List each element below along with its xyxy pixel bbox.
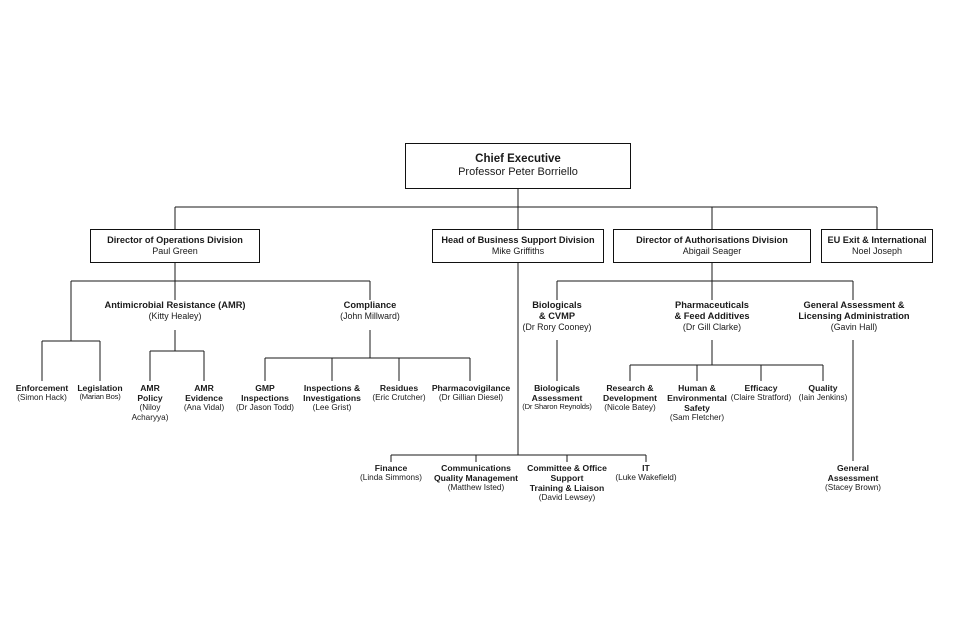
node-person: (Dr Gillian Diesel) — [438, 393, 504, 403]
node-title: Research & Development — [603, 383, 657, 404]
node-person: (Linda Simmons) — [360, 473, 422, 483]
node-person: (Simon Hack) — [17, 393, 67, 403]
node-person: Abigail Seager — [682, 246, 742, 257]
node-person: (Ana Vidal) — [183, 403, 225, 413]
node-title: General Assessment & Licensing Administr… — [798, 300, 910, 321]
node-title: Human & Environmental Safety — [667, 383, 727, 414]
node-title: Pharmacovigilance — [431, 383, 511, 393]
node-quality[interactable]: Quality (Iain Jenkins) — [791, 383, 855, 403]
node-person: Mike Griffiths — [491, 246, 545, 257]
node-title: Antimicrobial Resistance (AMR) — [104, 300, 246, 310]
node-title: Pharmaceuticals & Feed Additives — [674, 300, 750, 321]
node-person: (Eric Crutcher) — [372, 393, 426, 403]
node-person: (Luke Wakefield) — [615, 473, 677, 483]
node-chief-executive[interactable]: Chief Executive Professor Peter Borriell… — [405, 143, 631, 189]
node-title: Chief Executive — [475, 152, 561, 165]
node-person: (Claire Stratford) — [730, 393, 792, 403]
node-general-assessment[interactable]: General Assessment (Stacey Brown) — [808, 463, 898, 493]
node-title: Committee & Office Support Training & Li… — [527, 463, 607, 494]
node-person: Professor Peter Borriello — [458, 166, 578, 179]
node-pharmacovigilance[interactable]: Pharmacovigilance (Dr Gillian Diesel) — [428, 383, 514, 403]
node-human-environmental-safety[interactable]: Human & Environmental Safety (Sam Fletch… — [660, 383, 734, 423]
node-person: (Kitty Healey) — [148, 310, 202, 321]
node-title: Legislation — [77, 383, 123, 393]
node-person: (Dr Sharon Reynolds) — [522, 402, 592, 412]
node-title: Director of Operations Division — [107, 235, 243, 246]
node-title: GMP Inspections — [241, 383, 289, 404]
node-title: Compliance — [343, 300, 397, 310]
node-person: (Dr Rory Cooney) — [522, 321, 592, 332]
node-biologicals-cvmp[interactable]: Biologicals & CVMP (Dr Rory Cooney) — [497, 300, 617, 332]
node-general-assessment-licensing[interactable]: General Assessment & Licensing Administr… — [783, 300, 925, 332]
node-business-support-division[interactable]: Head of Business Support Division Mike G… — [432, 229, 604, 263]
node-research-development[interactable]: Research & Development (Nicole Batey) — [594, 383, 666, 413]
node-person: Noel Joseph — [851, 246, 903, 257]
node-it[interactable]: IT (Luke Wakefield) — [608, 463, 684, 483]
node-title: Efficacy — [744, 383, 778, 393]
node-person: (Nicole Batey) — [604, 403, 656, 413]
node-pharmaceuticals-feed-additives[interactable]: Pharmaceuticals & Feed Additives (Dr Gil… — [637, 300, 787, 332]
node-person: (Lee Grist) — [312, 403, 352, 413]
node-inspections-investigations[interactable]: Inspections & Investigations (Lee Grist) — [293, 383, 371, 413]
node-person: Paul Green — [152, 246, 198, 257]
node-person: (David Lewsey) — [538, 493, 596, 503]
node-title: General Assessment — [827, 463, 879, 484]
node-amr-evidence[interactable]: AMR Evidence (Ana Vidal) — [174, 383, 234, 413]
node-title: Director of Authorisations Division — [636, 235, 788, 246]
node-title: Enforcement — [15, 383, 69, 393]
node-finance[interactable]: Finance (Linda Simmons) — [349, 463, 433, 483]
node-person: (John Millward) — [340, 310, 400, 321]
node-amr-policy[interactable]: AMR Policy (Niloy Acharyya) — [126, 383, 174, 423]
node-person: (Dr Gill Clarke) — [682, 321, 742, 332]
node-enforcement[interactable]: Enforcement (Simon Hack) — [8, 383, 76, 403]
node-committee-office-support[interactable]: Committee & Office Support Training & Li… — [518, 463, 616, 503]
node-person: (Stacey Brown) — [825, 483, 881, 493]
node-gmp-inspections[interactable]: GMP Inspections (Dr Jason Todd) — [227, 383, 303, 413]
node-person: (Marian Bos) — [79, 392, 121, 402]
node-title: EU Exit & International — [827, 235, 927, 246]
node-title: Quality — [808, 383, 838, 393]
node-title: Communications Quality Management — [433, 463, 519, 484]
node-person: (Niloy Acharyya) — [131, 403, 169, 422]
node-title: AMR Evidence — [185, 383, 223, 404]
node-person: (Sam Fletcher) — [669, 413, 725, 423]
node-title: Inspections & Investigations — [303, 383, 361, 404]
node-person: (Iain Jenkins) — [798, 393, 848, 403]
node-residues[interactable]: Residues (Eric Crutcher) — [363, 383, 435, 403]
node-efficacy[interactable]: Efficacy (Claire Stratford) — [727, 383, 795, 403]
node-communications-quality-management[interactable]: Communications Quality Management (Matth… — [430, 463, 522, 493]
node-compliance[interactable]: Compliance (John Millward) — [300, 300, 440, 321]
node-title: Biologicals Assessment — [531, 383, 583, 404]
node-title: Finance — [374, 463, 408, 473]
node-title: Residues — [379, 383, 419, 393]
node-title: AMR Policy — [137, 383, 163, 404]
node-title: Head of Business Support Division — [441, 235, 595, 246]
node-biologicals-assessment[interactable]: Biologicals Assessment (Dr Sharon Reynol… — [515, 383, 599, 412]
node-operations-division[interactable]: Director of Operations Division Paul Gre… — [90, 229, 260, 263]
node-person: (Matthew Isted) — [447, 483, 505, 493]
node-legislation[interactable]: Legislation (Marian Bos) — [72, 383, 128, 402]
node-title: Biologicals & CVMP — [532, 300, 582, 321]
node-eu-exit-international[interactable]: EU Exit & International Noel Joseph — [821, 229, 933, 263]
node-title: IT — [642, 463, 650, 473]
node-person: (Dr Jason Todd) — [235, 403, 295, 413]
node-authorisations-division[interactable]: Director of Authorisations Division Abig… — [613, 229, 811, 263]
node-person: (Gavin Hall) — [830, 321, 878, 332]
node-amr[interactable]: Antimicrobial Resistance (AMR) (Kitty He… — [75, 300, 275, 321]
